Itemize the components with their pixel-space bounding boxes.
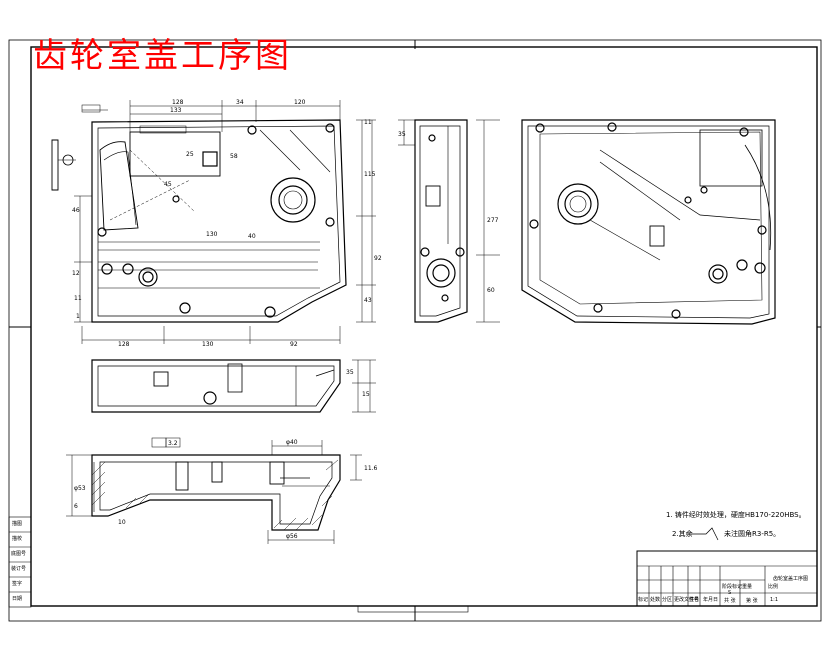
side-view <box>414 119 468 323</box>
dim-text: 1 <box>76 313 80 320</box>
title-block-sheet-count: 共 张 <box>724 598 736 604</box>
left-strip-label: 描图 <box>12 521 23 527</box>
left-strip-label: 日期 <box>12 596 23 602</box>
dim-text: φ56 <box>286 533 298 540</box>
title-block-col-label: 处数 <box>650 597 661 603</box>
dim-text: 130 <box>206 231 218 238</box>
top-view <box>51 119 347 323</box>
dim-text: 115 <box>364 171 376 178</box>
title-block-col-label: 分区 <box>662 597 673 603</box>
title-block-col-label: 年月日 <box>703 597 719 603</box>
tech-note-2-prefix: 2.其余 <box>672 530 693 538</box>
dim-text: 92 <box>374 255 382 262</box>
dim-text: 35 <box>346 369 354 376</box>
tech-note-2-suffix: 未注圆角R3-R5。 <box>724 530 781 538</box>
dim-text: 35 <box>398 131 406 138</box>
section-hatching <box>91 459 339 531</box>
dim-text: 277 <box>487 217 499 224</box>
front-view-dimensions <box>352 359 376 413</box>
dim-text: 6 <box>74 503 78 510</box>
dim-text: 15 <box>362 391 370 398</box>
title-block-right-label: 比例 <box>768 584 779 590</box>
side-view-dimensions <box>398 119 500 323</box>
title-block-col-label: 更改文件号 <box>674 597 700 603</box>
dim-text: 40 <box>248 233 256 240</box>
front-view <box>91 359 341 413</box>
title-block-product-label: 齿轮室盖工序图 <box>773 576 809 582</box>
dimension-labels: 128 34 120 133 58 25 115 11 92 130 46 43… <box>72 99 499 540</box>
dim-text: 60 <box>487 287 495 294</box>
title-block-scale: 1:1 <box>770 597 779 603</box>
left-strip-label: 描校 <box>12 536 23 542</box>
dim-text: 3.2 <box>168 440 178 447</box>
dim-text: 25 <box>186 151 194 158</box>
title-block <box>636 550 818 607</box>
dim-text: 133 <box>170 107 182 114</box>
dim-text: 128 <box>118 341 130 348</box>
dim-text: 45 <box>164 181 172 188</box>
title-block-col-label: 标记 <box>638 597 649 603</box>
title-block-right-label: 重量 <box>742 584 753 590</box>
dim-text: 34 <box>236 99 244 106</box>
left-strip-label: 签字 <box>12 581 23 587</box>
roughness-symbol <box>686 527 719 541</box>
dim-text: φ53 <box>74 485 86 492</box>
top-view-dimensions <box>74 100 376 344</box>
title-block-right-label: 阶段标记 <box>722 584 743 590</box>
rear-view <box>521 119 776 325</box>
dim-text: 10 <box>118 519 126 526</box>
dim-text: 92 <box>290 341 298 348</box>
dim-text: φ40 <box>286 439 298 446</box>
dim-text: 11 <box>74 295 82 302</box>
left-strip-table <box>8 516 32 608</box>
dim-text: 43 <box>364 297 372 304</box>
section-view <box>91 454 341 531</box>
drawing-title: 齿轮室盖工序图 <box>33 36 292 76</box>
dim-text: 128 <box>172 99 184 106</box>
title-block-sheet-number: 第 张 <box>746 598 758 604</box>
dim-text: 11.6 <box>364 465 378 472</box>
section-view-dimensions <box>66 437 362 544</box>
title-block-col-label: 签名 <box>689 597 700 603</box>
tech-note-1: 1. 铸件经时效处理，硬度HB170-220HBS。 <box>666 511 806 519</box>
dim-text: 58 <box>230 153 238 160</box>
dim-text: 12 <box>72 270 80 277</box>
title-block-stage: S <box>728 590 732 596</box>
dim-text: 130 <box>202 341 214 348</box>
left-strip-label: 底图号 <box>11 551 27 557</box>
dim-text: 11 <box>364 119 372 126</box>
left-strip-label: 装订号 <box>11 566 27 572</box>
dim-text: 120 <box>294 99 306 106</box>
dim-text: 46 <box>72 207 80 214</box>
